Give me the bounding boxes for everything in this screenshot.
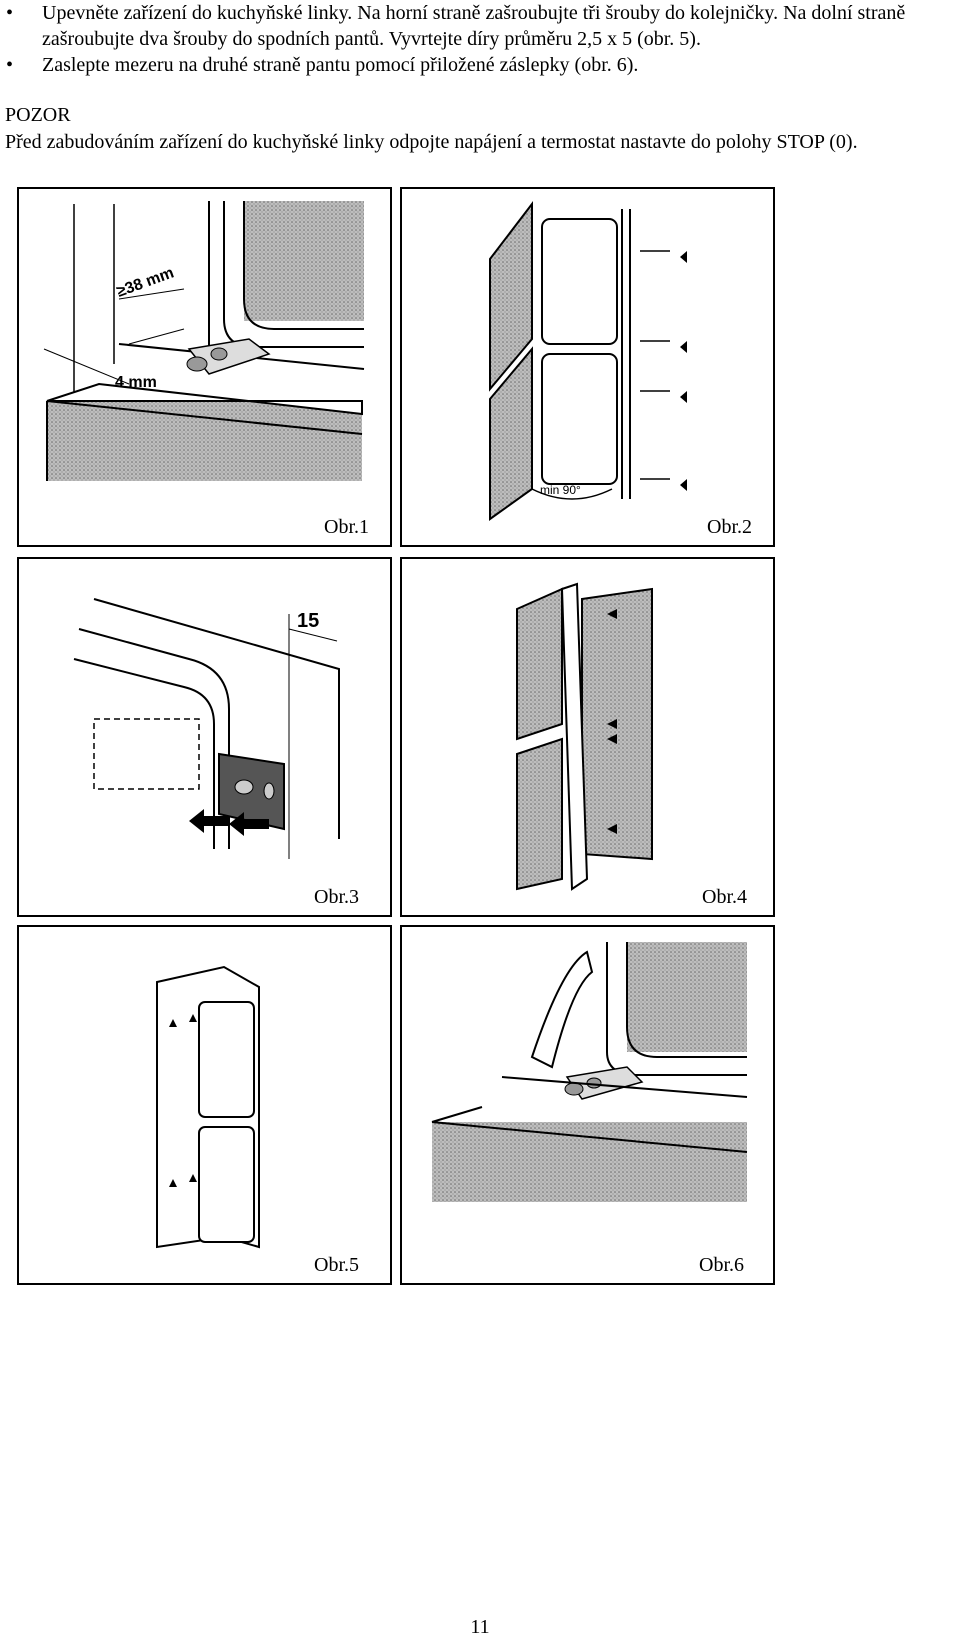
figure-3-caption: Obr.3 [314, 886, 359, 908]
figure-2: min 90° Obr.2 [400, 187, 775, 547]
instruction-item-2: Zaslepte mezeru na druhé straně pantu po… [0, 52, 960, 78]
figure-6-drawing [431, 942, 748, 1202]
warning-text: Před zabudováním zařízení do kuchyňské l… [5, 131, 858, 153]
instruction-list: Upevněte zařízení do kuchyňské linky. Na… [0, 0, 960, 78]
figure-4: Obr.4 [400, 557, 775, 917]
figure-6-caption: Obr.6 [699, 1254, 744, 1276]
warning-title: POZOR [5, 104, 71, 126]
figure-4-caption: Obr.4 [702, 886, 747, 908]
figure-6: Obr.6 [400, 925, 775, 1285]
dim-bottom-label: 4 mm [115, 374, 157, 391]
instruction-item-1: Upevněte zařízení do kuchyňské linky. Na… [0, 0, 960, 52]
figure-5: Obr.5 [17, 925, 392, 1285]
figure-1-caption: Obr.1 [324, 516, 369, 538]
dim-15-label: 15 [297, 610, 319, 632]
figure-2-caption: Obr.2 [707, 516, 752, 538]
figure-1-drawing: ≥38 mm 4 mm [43, 201, 365, 481]
figure-5-drawing [156, 965, 260, 1249]
figure-3: 15 Obr.3 [17, 557, 392, 917]
figure-1: ≥38 mm 4 mm Obr.1 [17, 187, 392, 547]
figure-2-drawing: min 90° [489, 201, 687, 521]
angle-label: min 90° [540, 483, 581, 497]
figure-5-caption: Obr.5 [314, 1254, 359, 1276]
figure-3-drawing: 15 [73, 598, 340, 859]
figure-4-drawing [516, 582, 653, 891]
page-number: 11 [470, 1616, 490, 1638]
